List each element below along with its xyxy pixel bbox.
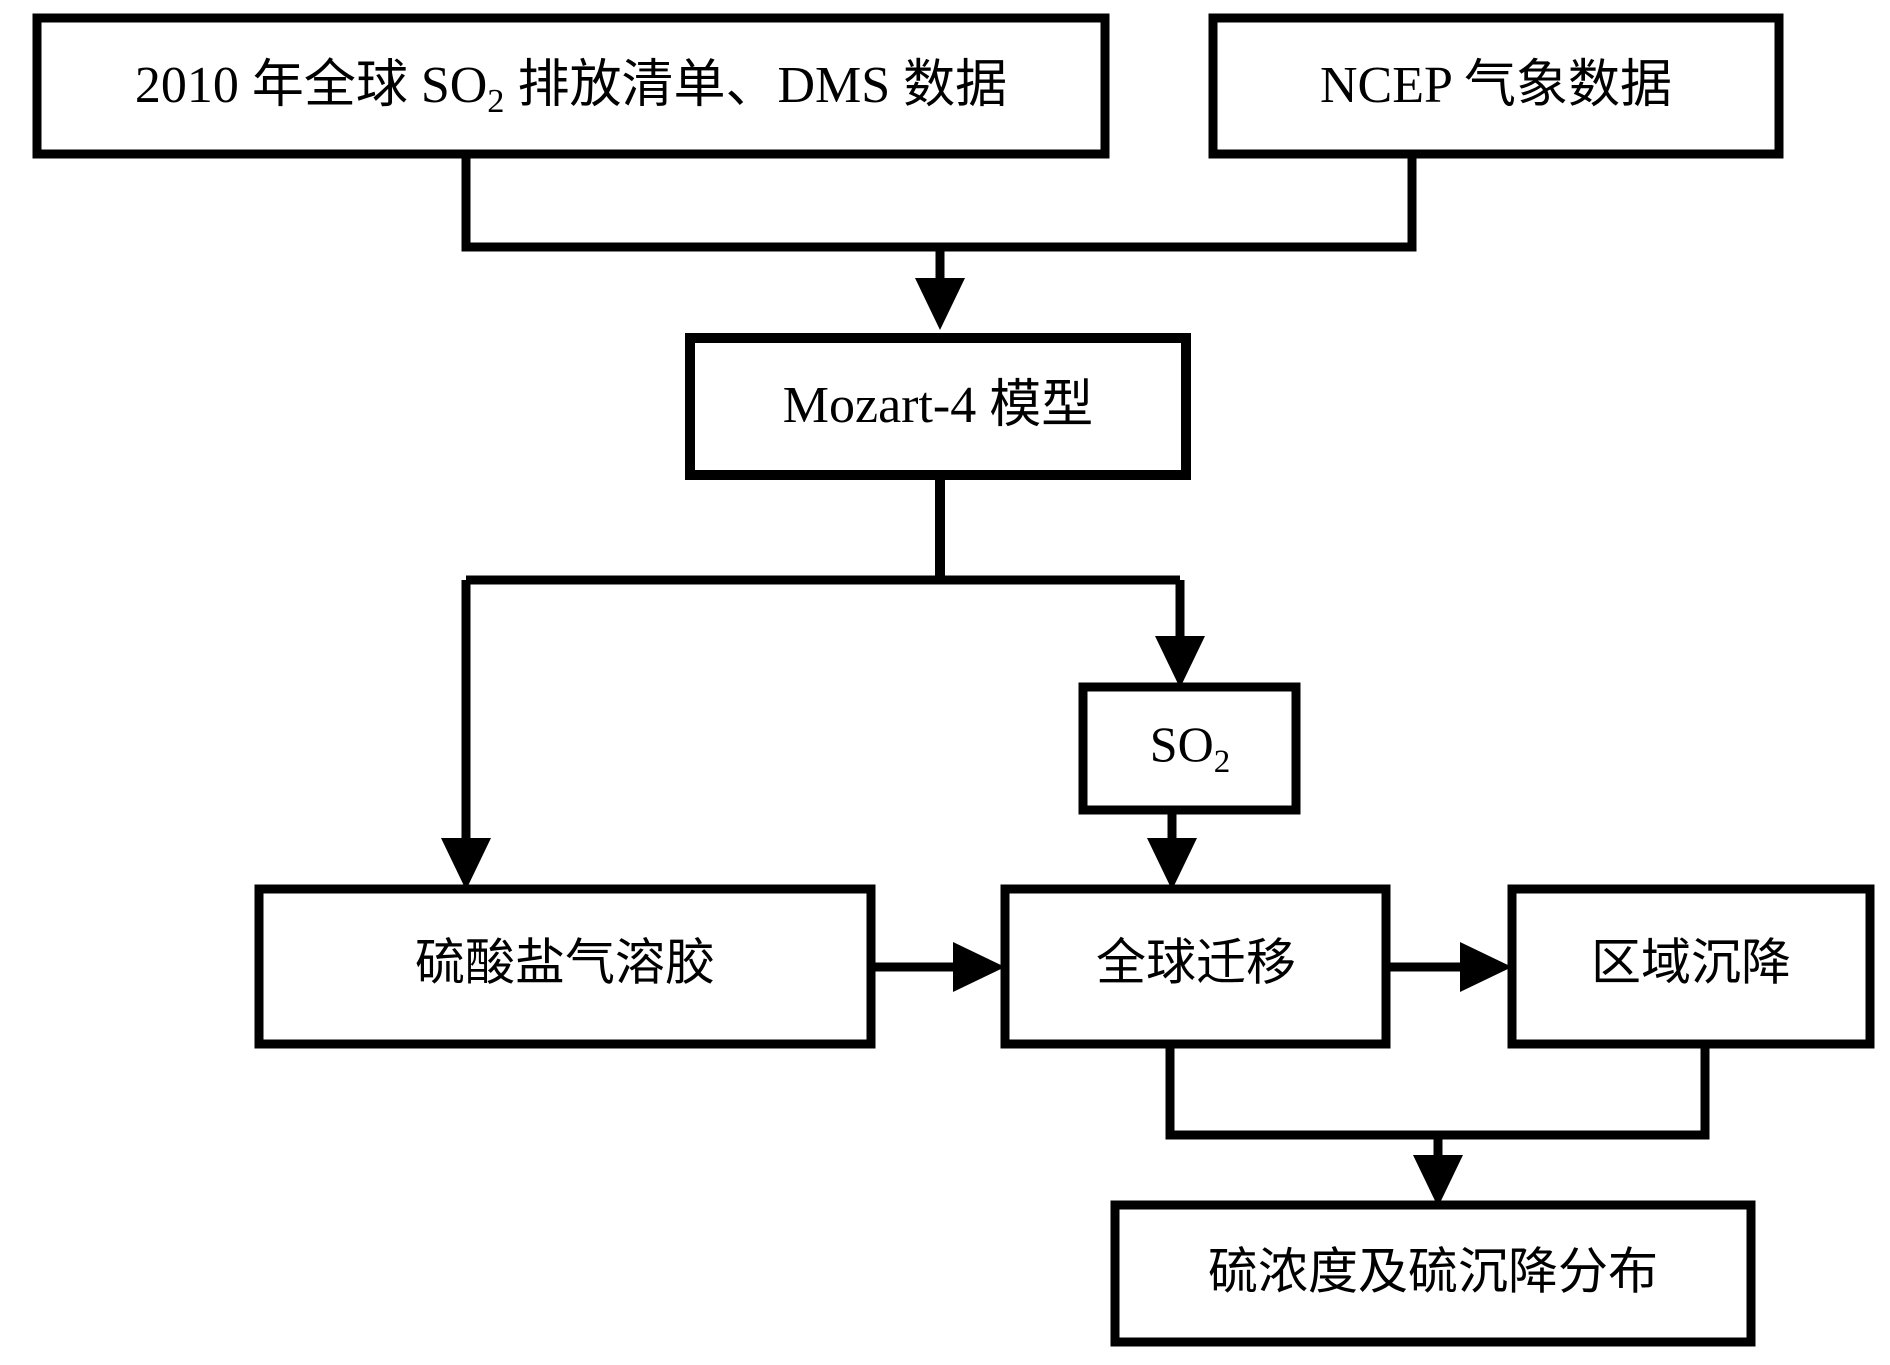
- node-sulfate-aerosol-label: 硫酸盐气溶胶: [415, 934, 715, 990]
- node-global-transport-label: 全球迁移: [1096, 934, 1296, 990]
- edge-global-transport-to-regional-deposition: [1386, 942, 1512, 992]
- node-global-transport[interactable]: 全球迁移: [1000, 884, 1391, 1049]
- node-so2[interactable]: SO2: [1078, 682, 1301, 815]
- node-emission-inventory-box[interactable]: [32, 13, 1110, 159]
- node-mozart-model-label: Mozart-4 模型: [783, 377, 1093, 434]
- edge-merge-bar-inputs: [461, 154, 1417, 252]
- arrow-head-to-mozart: [915, 278, 965, 330]
- node-ncep-meteorology[interactable]: NCEP 气象数据: [1208, 13, 1784, 159]
- node-so2-label: SO2: [1150, 716, 1230, 779]
- node-ncep-meteorology-box[interactable]: [1208, 13, 1784, 159]
- node-mozart-model-box[interactable]: [685, 333, 1191, 480]
- edge-merge-bar-output: [1165, 1046, 1710, 1140]
- arrow-head-to-regional-deposition: [1460, 942, 1512, 992]
- node-sulfate-aerosol[interactable]: 硫酸盐气溶胶: [254, 884, 876, 1049]
- node-sulfate-aerosol-box[interactable]: [254, 884, 876, 1049]
- node-ncep-meteorology-label: NCEP 气象数据: [1320, 57, 1672, 114]
- arrow-head-to-so2: [1155, 636, 1205, 688]
- node-global-transport-box[interactable]: [1000, 884, 1391, 1049]
- arrow-head-to-global-transport-left: [953, 942, 1005, 992]
- node-regional-deposition-label: 区域沉降: [1591, 934, 1791, 990]
- node-sulfur-output-label: 硫浓度及硫沉降分布: [1208, 1243, 1658, 1299]
- node-emission-inventory[interactable]: 2010 年全球 SO2 排放清单、DMS 数据: [32, 13, 1110, 159]
- node-regional-deposition-box[interactable]: [1507, 884, 1875, 1049]
- arrow-head-to-sulfate-aerosol: [441, 838, 491, 890]
- edge-sulfate-to-global-transport: [871, 942, 1005, 992]
- edge-processes-to-output: [1165, 1046, 1710, 1207]
- edge-inputs-to-mozart: [461, 154, 1417, 330]
- edge-so2-to-global-transport: [1147, 810, 1197, 890]
- arrow-head-to-global-transport-top: [1147, 838, 1197, 890]
- node-mozart-model[interactable]: Mozart-4 模型: [685, 333, 1191, 480]
- node-regional-deposition[interactable]: 区域沉降: [1507, 884, 1875, 1049]
- arrow-head-to-sulfur-output: [1413, 1155, 1463, 1207]
- node-emission-inventory-label: 2010 年全球 SO2 排放清单、DMS 数据: [135, 57, 1007, 120]
- node-so2-box[interactable]: [1078, 682, 1301, 815]
- node-sulfur-output-box[interactable]: [1110, 1200, 1756, 1347]
- edge-mozart-split: [441, 475, 1205, 890]
- node-sulfur-output[interactable]: 硫浓度及硫沉降分布: [1110, 1200, 1756, 1347]
